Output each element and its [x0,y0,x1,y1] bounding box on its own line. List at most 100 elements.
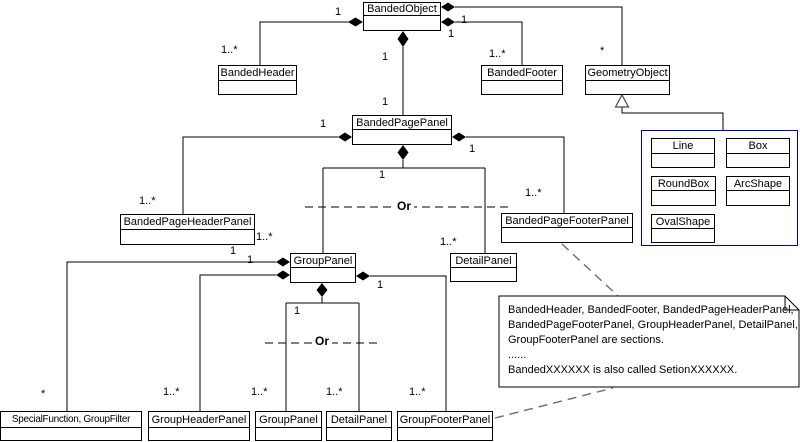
assoc-bandedobject-bandedheader [259,21,352,65]
note-line: BandedHeader, BandedFooter, BandedPageHe… [508,304,794,316]
assoc-bandedpagepanel-bandedpagefooterpanel [466,136,565,213]
or-constraint-label: Or [394,200,415,213]
class-box-grouppanel[interactable]: GroupPanel [290,253,356,283]
assoc-grouppanel-groupfooterpanel [370,275,447,411]
multiplicity-label: 1 [230,245,237,257]
multiplicity-label: 1 [448,28,455,40]
class-box-line[interactable]: Line [651,138,715,168]
class-box-geometryobject[interactable]: GeometryObject [585,65,670,95]
assoc-grouppanel-or-split [285,297,360,411]
class-compartment [149,428,249,440]
class-box-detailpanel-child[interactable]: DetailPanel [326,411,392,441]
multiplicity-label: 1 [247,254,254,266]
class-box-grouppanel-child[interactable]: GroupPanel [255,411,322,441]
class-name: GeometryObject [586,67,669,81]
class-box-bandedpagefooterpanel[interactable]: BandedPageFooterPanel [501,213,633,243]
assoc-grouppanel-specialfunction [66,261,276,411]
multiplicity-label: 1 [379,169,386,181]
class-compartment [451,268,516,281]
class-box-bandedpageheaderpanel[interactable]: BandedPageHeaderPanel [120,214,255,245]
composition-diamond [356,271,370,281]
multiplicity-label: 1..* [163,386,180,398]
multiplicity-label: 1..* [440,236,457,248]
class-compartment [652,191,715,205]
class-box-specialfunction-groupfilter[interactable]: SpecialFunction, GroupFilter [0,411,142,441]
multiplicity-label: 1..* [139,195,156,207]
composition-diamond [338,132,352,142]
class-name: DetailPanel [327,412,391,428]
multiplicity-label: 1..* [409,386,426,398]
class-compartment [327,428,391,440]
composition-diamond [316,283,328,297]
multiplicity-label: 1..* [489,48,506,60]
class-name: GroupPanel [256,412,321,428]
note-shape[interactable] [498,295,800,388]
class-compartment [353,130,451,144]
multiplicity-label: * [41,388,46,400]
note-text: BandedHeader, BandedFooter, BandedPageHe… [508,303,798,378]
class-name: BandedPagePanel [353,116,451,130]
assoc-bandedpagepanel-or-split [322,160,486,253]
multiplicity-label: 1 [382,51,389,63]
class-box-roundbox[interactable]: RoundBox [651,176,716,206]
class-name: BandedHeader [219,67,296,81]
multiplicity-label: 1..* [525,187,542,199]
class-box-box[interactable]: Box [726,138,790,168]
class-name: Box [727,139,789,154]
composition-diamond [348,17,363,27]
composition-diamond [276,257,290,267]
multiplicity-label: 1..* [256,231,273,243]
composition-diamond [397,31,409,47]
class-name: Line [652,139,714,154]
class-name: GroupHeaderPanel [149,412,249,428]
note-line: GroupFooterPanel are sections. [508,334,664,346]
note-line: ...... [508,349,527,361]
class-box-detailpanel[interactable]: DetailPanel [450,253,517,282]
class-compartment [727,191,789,205]
assoc-bandedpagepanel-bandedpageheaderpanel [182,136,338,214]
multiplicity-label: 1 [320,118,327,130]
class-name: DetailPanel [451,254,516,268]
class-box-bandedpagepanel[interactable]: BandedPagePanel [352,115,452,145]
class-compartment [398,428,492,440]
class-name: BandedPageHeaderPanel [121,215,254,230]
class-box-bandedheader[interactable]: BandedHeader [218,65,297,95]
class-compartment [652,229,714,242]
class-compartment [482,81,562,94]
class-name: SpecialFunction, GroupFilter [1,412,141,428]
multiplicity-label: 1 [461,14,468,26]
class-name: GroupPanel [291,254,355,268]
class-name: ArcShape [727,177,789,191]
assoc-bandedobject-bandedfooter [455,21,523,65]
composition-diamond [441,17,455,27]
composition-diamond [397,145,409,160]
or-constraint-label: Or [312,335,333,348]
composition-diamond [441,2,455,12]
class-name: BandedFooter [482,66,562,81]
multiplicity-label: 1..* [326,386,343,398]
note-line: BandedPageFooterPanel, GroupHeaderPanel,… [508,319,798,331]
multiplicity-label: 1 [469,143,476,155]
class-compartment [586,81,669,94]
class-compartment [121,230,254,244]
class-box-bandedobject[interactable]: BandedObject [363,2,441,31]
class-box-bandedfooter[interactable]: BandedFooter [481,65,563,95]
class-compartment [727,154,789,167]
class-name: OvalShape [652,215,714,229]
class-box-arcshape[interactable]: ArcShape [726,176,790,206]
class-box-groupfooterpanel[interactable]: GroupFooterPanel [397,411,493,441]
class-compartment [256,428,321,440]
class-box-groupheaderpanel[interactable]: GroupHeaderPanel [148,411,250,441]
class-name: BandedObject [364,3,440,16]
assoc-grouppanel-groupheaderpanel [199,274,276,411]
class-name: RoundBox [652,177,715,191]
multiplicity-label: 1 [382,96,389,108]
multiplicity-label: 1..* [221,44,238,56]
multiplicity-label: * [600,45,605,57]
class-box-ovalshape[interactable]: OvalShape [651,214,715,243]
class-compartment [502,228,632,242]
note-anchor-groupfooterpanel [494,387,614,419]
class-compartment [1,428,141,440]
